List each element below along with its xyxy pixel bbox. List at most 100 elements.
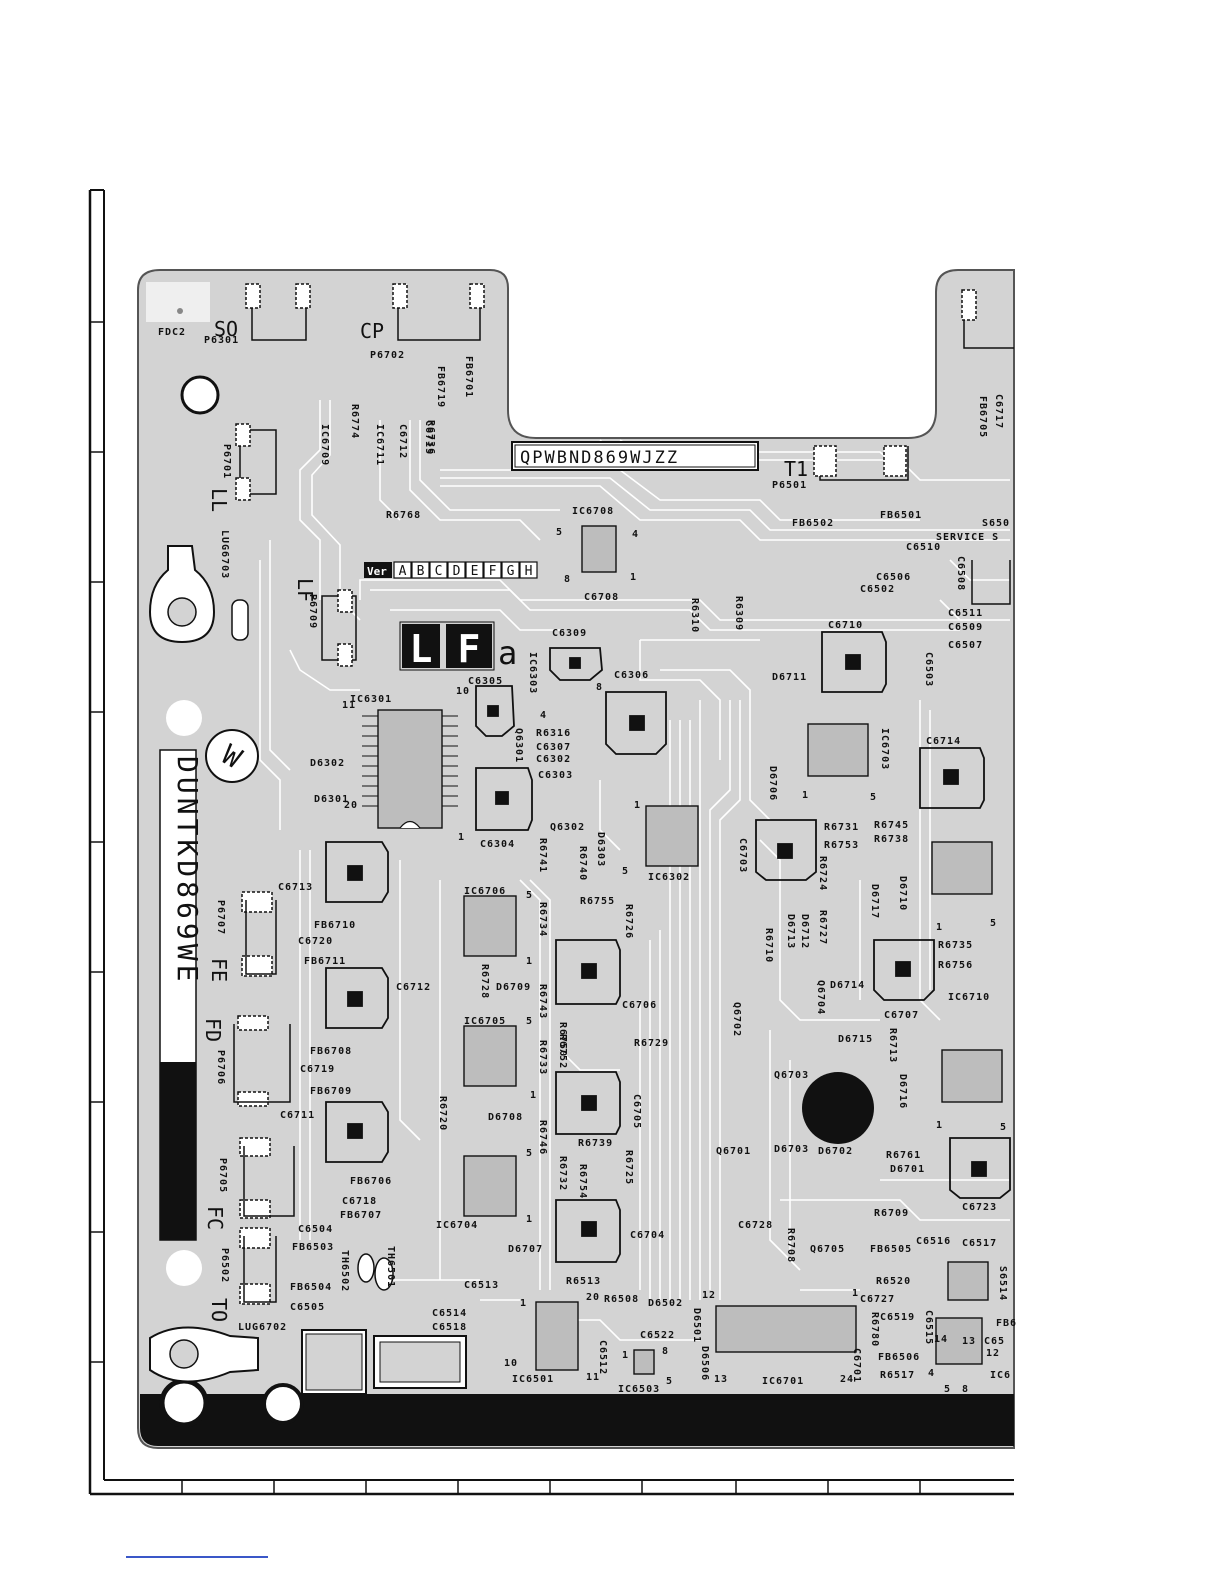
svg-text:24: 24 xyxy=(840,1374,854,1385)
refdes-r6774: R6774 xyxy=(349,404,360,439)
svg-text:P6301: P6301 xyxy=(204,335,239,346)
svg-text:C6518: C6518 xyxy=(432,1322,467,1333)
svg-text:5: 5 xyxy=(1000,1122,1007,1133)
svg-text:5: 5 xyxy=(870,792,877,803)
svg-text:Q6302: Q6302 xyxy=(550,822,585,833)
svg-text:FB6501: FB6501 xyxy=(880,510,922,521)
svg-text:5: 5 xyxy=(556,527,563,538)
svg-text:C6502: C6502 xyxy=(860,584,895,595)
svg-text:C6516: C6516 xyxy=(916,1236,951,1247)
svg-text:1: 1 xyxy=(520,1298,527,1309)
svg-text:IC6701: IC6701 xyxy=(762,1376,804,1387)
refdes-q6704: Q6704 xyxy=(815,980,826,1015)
refdes-r6750: R6750 xyxy=(557,1022,568,1057)
svg-text:IC6708: IC6708 xyxy=(572,506,614,517)
svg-text:4: 4 xyxy=(632,529,639,540)
version-box-a xyxy=(393,561,412,579)
mark-cp: CP xyxy=(360,319,384,343)
svg-text:C6510: C6510 xyxy=(906,542,941,553)
refdes-r6732: R6732 xyxy=(557,1156,568,1191)
refdes-p6705: P6705 xyxy=(217,1158,228,1193)
ic-bodies xyxy=(362,525,1003,1375)
svg-text:8: 8 xyxy=(596,682,603,693)
refdes-r6720: R6720 xyxy=(437,1096,448,1131)
svg-text:R6753: R6753 xyxy=(824,840,859,851)
block-letter-2: F xyxy=(458,627,481,671)
refdes-d6506: D6506 xyxy=(699,1346,710,1381)
svg-text:1: 1 xyxy=(852,1288,859,1299)
version-letter-f: F xyxy=(489,564,497,579)
svg-text:R6508: R6508 xyxy=(604,1294,639,1305)
connector-footprints xyxy=(233,283,1014,1305)
part-number: QPWBND869WJZZ xyxy=(520,448,679,468)
svg-text:5: 5 xyxy=(944,1384,951,1395)
svg-text:C6509: C6509 xyxy=(948,622,983,633)
refdes-fb6701: FB6701 xyxy=(463,356,474,398)
svg-text:D6703: D6703 xyxy=(774,1144,809,1155)
refdes-d6716: D6716 xyxy=(897,1074,908,1109)
mark-t1: T1 xyxy=(784,457,808,481)
svg-text:S650: S650 xyxy=(982,518,1010,529)
svg-text:C6712: C6712 xyxy=(396,982,431,993)
svg-text:R6761: R6761 xyxy=(886,1150,921,1161)
svg-text:R6316: R6316 xyxy=(536,728,571,739)
svg-text:Q6701: Q6701 xyxy=(716,1146,751,1157)
svg-text:8: 8 xyxy=(564,574,571,585)
refdes-c6715: C6715 xyxy=(423,420,434,455)
refdes-r6734: R6734 xyxy=(537,902,548,937)
refdes-c6703: C6703 xyxy=(737,838,748,873)
mounting-holes xyxy=(159,308,874,1428)
svg-text:IC6: IC6 xyxy=(990,1370,1011,1381)
svg-text:FB6502: FB6502 xyxy=(792,518,834,529)
svg-text:C6711: C6711 xyxy=(280,1110,315,1121)
svg-text:IC6501: IC6501 xyxy=(512,1374,554,1385)
svg-text:R6755: R6755 xyxy=(580,896,615,907)
svg-text:FB6710: FB6710 xyxy=(314,920,356,931)
svg-text:C6507: C6507 xyxy=(948,640,983,651)
block-letter-1-bg xyxy=(402,624,440,668)
version-box-d xyxy=(447,561,466,579)
svg-text:12: 12 xyxy=(702,1290,716,1301)
svg-text:C6704: C6704 xyxy=(630,1230,665,1241)
svg-text:C6720: C6720 xyxy=(298,936,333,947)
svg-text:C6304: C6304 xyxy=(480,839,515,850)
svg-text:C6513: C6513 xyxy=(464,1280,499,1291)
svg-text:FB6706: FB6706 xyxy=(350,1176,392,1187)
part-number-box xyxy=(511,441,759,471)
ground-strip xyxy=(140,1394,1014,1446)
refdes-r6736: R6736 xyxy=(425,420,436,455)
svg-text:C6306: C6306 xyxy=(614,670,649,681)
svg-text:FB6503: FB6503 xyxy=(292,1242,334,1253)
refdes-c6705: C6705 xyxy=(631,1094,642,1129)
mark-ll: LL xyxy=(207,488,231,512)
svg-text:1: 1 xyxy=(530,1090,537,1101)
mark-fd: FD xyxy=(201,1018,225,1042)
version-label: Ver xyxy=(367,565,387,578)
refdes-d6712: D6712 xyxy=(799,914,810,949)
refdes-fb6719: FB6719 xyxy=(435,366,446,408)
svg-text:IC6302: IC6302 xyxy=(648,872,690,883)
version-box-f xyxy=(483,561,502,579)
svg-text:C6305: C6305 xyxy=(468,676,503,687)
svg-text:D6707: D6707 xyxy=(508,1244,543,1255)
version-letter-b: B xyxy=(417,564,425,579)
refdes-r6310: R6310 xyxy=(689,598,700,633)
svg-text:8: 8 xyxy=(662,1346,669,1357)
svg-text:12: 12 xyxy=(986,1348,1000,1359)
svg-text:C6506: C6506 xyxy=(876,572,911,583)
svg-text:C6522: C6522 xyxy=(640,1330,675,1341)
board-outline xyxy=(137,269,1015,1449)
refdes-q6301: Q6301 xyxy=(513,728,524,763)
svg-text:10: 10 xyxy=(456,686,470,697)
footer-link-underline[interactable] xyxy=(126,1556,268,1558)
svg-text:20: 20 xyxy=(586,1292,600,1303)
svg-text:14: 14 xyxy=(934,1334,948,1345)
svg-text:1: 1 xyxy=(802,790,809,801)
svg-text:IC6503: IC6503 xyxy=(618,1384,660,1395)
refdes-p6706: P6706 xyxy=(215,1050,226,1085)
thermistor-b xyxy=(374,1257,394,1291)
refdes-r6713: R6713 xyxy=(887,1028,898,1063)
refdes-d6501: D6501 xyxy=(691,1308,702,1343)
